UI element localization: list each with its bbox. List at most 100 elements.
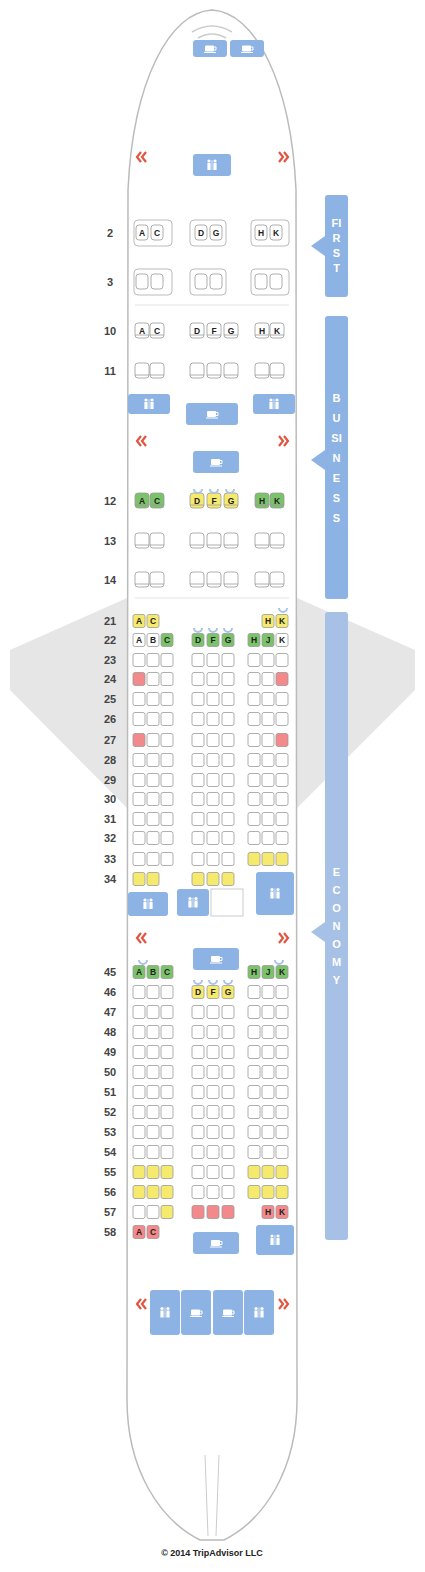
economy-seat xyxy=(147,673,159,686)
galley xyxy=(230,40,264,57)
economy-seat xyxy=(133,673,145,686)
label-text: 12 xyxy=(104,495,116,507)
economy-seat xyxy=(248,713,260,726)
lavatory-icon xyxy=(194,901,197,908)
economy-seat xyxy=(133,1126,145,1139)
business-seat xyxy=(224,493,238,508)
seat-letter: H xyxy=(265,616,271,626)
lavatory-icon xyxy=(276,892,279,899)
galley-icon xyxy=(211,1240,220,1246)
lavatory xyxy=(256,872,294,915)
first-pod xyxy=(134,269,172,295)
row-number: 11 xyxy=(104,365,116,377)
business-seat xyxy=(135,363,149,378)
economy-seat xyxy=(133,966,145,979)
label-text: K xyxy=(273,228,279,238)
label-text: H xyxy=(258,228,264,238)
label-text: 28 xyxy=(104,754,116,766)
economy-seat xyxy=(147,774,159,787)
galley-icon xyxy=(200,1311,202,1314)
lavatory-icon xyxy=(149,902,152,909)
economy-seat xyxy=(192,734,204,747)
lavatory-icon xyxy=(213,163,216,170)
economy-seat xyxy=(192,654,204,667)
label-text: C xyxy=(154,228,160,238)
economy-seat xyxy=(147,813,159,826)
economy-seat xyxy=(192,1106,204,1119)
lavatory-icon xyxy=(276,1238,279,1245)
economy-seat xyxy=(248,1166,260,1179)
label-text: G xyxy=(213,228,220,238)
exit-chevron xyxy=(137,933,146,943)
seat-letter: C xyxy=(150,616,156,626)
label-text: D xyxy=(195,635,201,645)
row-number: 28 xyxy=(104,754,116,766)
seat-letter: D xyxy=(198,228,204,238)
economy-seat xyxy=(222,793,234,806)
business-seat xyxy=(207,572,221,587)
lavatory-icon xyxy=(207,163,210,170)
galley-icon xyxy=(232,1311,234,1314)
galley xyxy=(213,1290,243,1335)
economy-seat xyxy=(192,1086,204,1099)
row-number: 33 xyxy=(104,853,116,865)
seat-armrest xyxy=(224,545,238,546)
economy-seat xyxy=(161,793,173,806)
label-text: 53 xyxy=(104,1126,116,1138)
label-text: 32 xyxy=(104,832,116,844)
first-seat xyxy=(270,225,282,240)
economy-seat xyxy=(207,673,219,686)
economy-seat xyxy=(276,986,288,999)
economy-seat xyxy=(207,1006,219,1019)
economy-seat xyxy=(192,1026,204,1039)
lavatory xyxy=(244,1290,274,1335)
economy-seat xyxy=(262,853,274,866)
business-seat xyxy=(150,323,164,338)
seat-letter: K xyxy=(279,635,285,645)
seat-armrest xyxy=(255,375,269,376)
economy-seat xyxy=(192,873,204,886)
label-text: A xyxy=(136,1227,142,1237)
economy-seat xyxy=(248,634,260,647)
closet xyxy=(211,889,243,916)
lavatory xyxy=(150,1290,180,1335)
lavatory-icon xyxy=(150,398,153,401)
cabin-label: BUSINESS xyxy=(331,388,342,528)
galley-icon xyxy=(191,1310,200,1316)
seat-letter: H xyxy=(259,496,265,506)
economy-seat xyxy=(222,693,234,706)
economy-seat xyxy=(276,1126,288,1139)
seat-letter: H xyxy=(251,635,257,645)
lavatory-icon xyxy=(188,897,191,900)
economy-seat xyxy=(147,1006,159,1019)
economy-seat xyxy=(147,1206,159,1219)
economy-seat xyxy=(222,1186,234,1199)
galley-icon xyxy=(204,52,216,53)
economy-seat xyxy=(248,1066,260,1079)
label-text: 29 xyxy=(104,774,116,786)
seat-letter: G xyxy=(213,228,220,238)
economy-seat xyxy=(207,693,219,706)
label-text: 33 xyxy=(104,853,116,865)
label-text: H xyxy=(251,635,257,645)
economy-seat xyxy=(262,1046,274,1059)
seat-letter: K xyxy=(274,496,280,506)
economy-seat xyxy=(133,774,145,787)
label-text: 49 xyxy=(104,1046,116,1058)
label-text: 46 xyxy=(104,986,116,998)
label-text: 27 xyxy=(104,734,116,746)
lavatory-icon xyxy=(274,399,275,409)
band-pointer xyxy=(311,450,325,470)
economy-seat xyxy=(276,1086,288,1099)
seat-armrest xyxy=(135,545,149,546)
exit-chevron xyxy=(137,152,146,162)
economy-seat xyxy=(276,654,288,667)
label-text: A xyxy=(139,326,145,336)
seat-letter: B xyxy=(150,635,156,645)
label-text: 31 xyxy=(104,813,116,825)
business-seat xyxy=(207,533,221,548)
economy-seat xyxy=(222,754,234,767)
economy-seat xyxy=(262,793,274,806)
row-number: 30 xyxy=(104,793,116,805)
seat-letter: C xyxy=(150,1227,156,1237)
